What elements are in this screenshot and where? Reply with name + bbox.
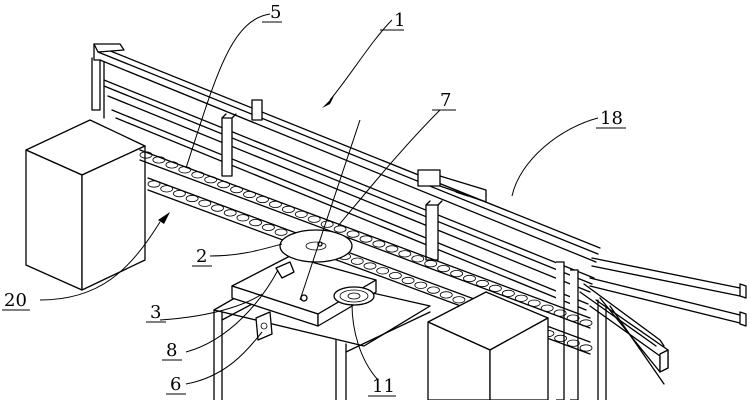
chain-link (388, 271, 402, 280)
chain-link (579, 344, 593, 352)
chain-link (230, 186, 244, 194)
chain-link (249, 219, 263, 227)
chain-link (185, 194, 199, 203)
label-11: 11 (372, 376, 395, 397)
chain-link (320, 220, 334, 228)
chain-link (243, 190, 256, 199)
chain-link (333, 225, 347, 233)
label-20: 20 (4, 290, 27, 311)
chain-link (372, 240, 386, 248)
chain-link (350, 257, 364, 265)
chain-link (191, 171, 205, 179)
chain-link (411, 255, 425, 263)
chain-link (566, 339, 580, 347)
chain-link (398, 250, 412, 258)
chain-link (256, 195, 269, 204)
chain-link (540, 304, 554, 312)
label-2: 2 (196, 246, 207, 267)
chain-link (211, 204, 224, 212)
chain-link (527, 299, 541, 307)
chain-link (268, 200, 282, 208)
chain-link (554, 334, 567, 342)
chain-link (307, 215, 321, 223)
chain-link (178, 166, 192, 174)
chain-link (147, 180, 161, 188)
right-cabinet (427, 291, 549, 400)
label-5: 5 (270, 2, 281, 23)
chain-link (463, 274, 476, 283)
label-18: 18 (600, 108, 623, 129)
chain-link (236, 214, 250, 222)
chain-link (424, 260, 438, 268)
chain-link (165, 161, 179, 169)
chain-link (427, 286, 440, 294)
chain-link (274, 228, 288, 236)
chain-link (450, 269, 464, 278)
chain-link (452, 296, 466, 304)
chain-link (363, 262, 377, 270)
chain-link (204, 176, 218, 184)
chain-link (376, 267, 390, 275)
chain-link (437, 264, 451, 273)
chain-link (488, 284, 502, 292)
chain-link (501, 289, 515, 297)
drive-gear (333, 286, 375, 306)
leader-lines (39, 13, 599, 385)
chain-link (401, 276, 415, 285)
chain-link (439, 291, 453, 299)
chain-link (223, 209, 237, 217)
chain-link (139, 151, 153, 159)
chain-link (476, 279, 489, 288)
chain-link (553, 309, 567, 317)
chain-link (160, 185, 174, 193)
label-7: 7 (440, 90, 451, 111)
chain-link (566, 314, 580, 322)
label-8: 8 (166, 340, 177, 361)
rail-frame (91, 43, 601, 311)
chain-link (359, 235, 373, 243)
chain-link (294, 210, 308, 218)
turntable-disc (279, 229, 353, 263)
label-1: 1 (394, 10, 405, 31)
chain-link (514, 294, 528, 302)
chain-link (281, 205, 295, 213)
chain-link (579, 319, 593, 327)
chain-link (172, 190, 186, 198)
chain-link (346, 230, 360, 238)
label-3: 3 (150, 302, 161, 323)
chain-link (152, 156, 166, 164)
exit-chutes (556, 257, 747, 400)
chain-link (385, 245, 399, 253)
reference-labels: 1 5 7 18 2 20 3 8 6 11 (2, 2, 626, 397)
left-cabinet (25, 119, 146, 291)
chain-link (198, 199, 212, 207)
chain-link (414, 281, 428, 289)
label-6: 6 (170, 374, 181, 395)
chain-link (261, 223, 275, 231)
chain-link (217, 181, 231, 189)
